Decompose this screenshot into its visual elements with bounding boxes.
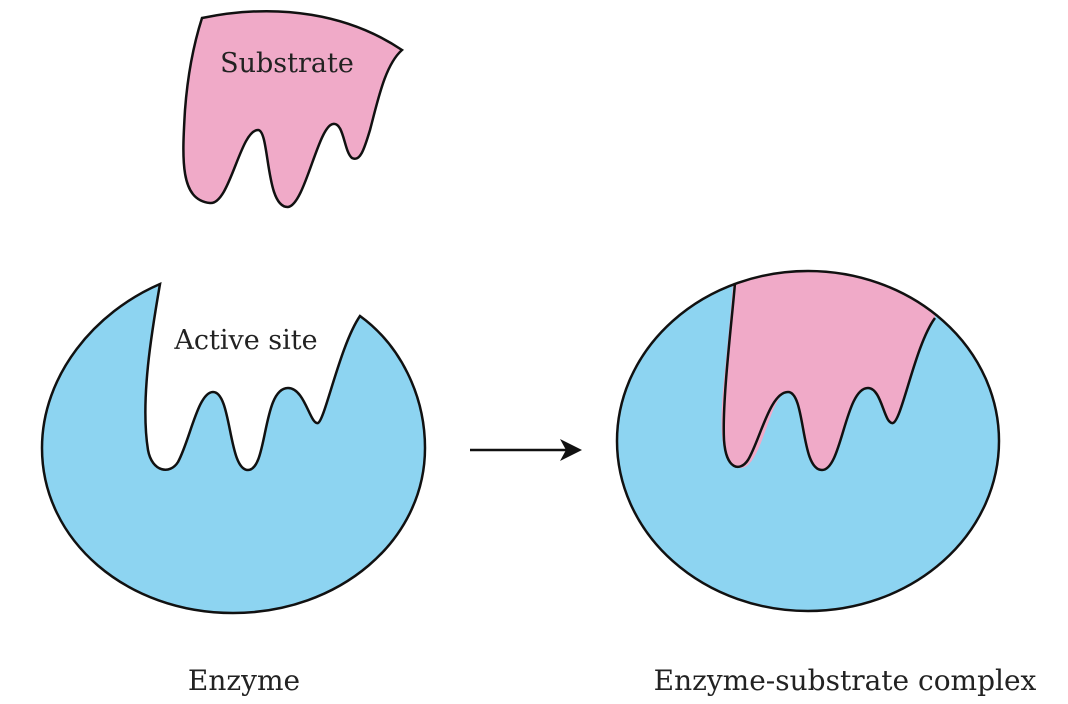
enzyme-shape [40, 281, 427, 615]
enzyme-label: Enzyme [188, 664, 300, 697]
substrate-shape [182, 10, 405, 209]
complex-label: Enzyme-substrate complex [654, 664, 1037, 697]
substrate-label: Substrate [220, 48, 354, 79]
complex-substrate-shape [721, 271, 935, 470]
active-site-label: Active site [173, 325, 317, 356]
enzyme-substrate-complex [615, 269, 1001, 613]
arrow-right-icon [470, 439, 582, 461]
